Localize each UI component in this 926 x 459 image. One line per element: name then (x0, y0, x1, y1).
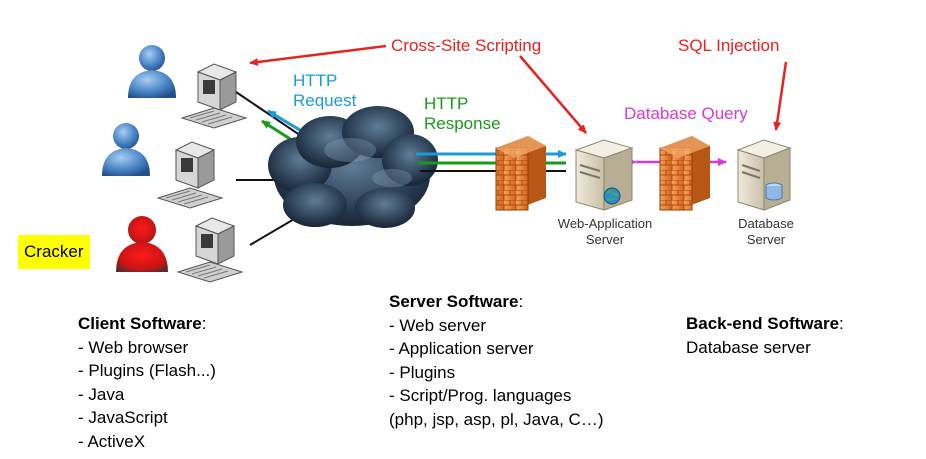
sqli-arrow-to-db (773, 61, 788, 131)
client-software-heading: Client Software: (78, 314, 207, 333)
cracker-user-icon (128, 216, 156, 244)
http-request-line-2: Request (293, 91, 357, 110)
client-computer-3-icon (176, 217, 244, 283)
server-software-heading: Server Software: (389, 292, 524, 311)
database-query-label: Database Query (624, 104, 748, 123)
user-icon (113, 123, 139, 149)
backend-item-database-server: Database server (686, 337, 811, 357)
client-computer-1-icon (180, 63, 248, 129)
firewall-2-icon (659, 136, 710, 211)
client-item-plugins: - Plugins (Flash...) (78, 361, 216, 380)
internet-cloud-icon (268, 106, 438, 228)
http-request-line-1: HTTP (293, 71, 338, 90)
server-item-application-server: - Application server (389, 339, 534, 358)
client-user-2 (102, 123, 150, 176)
xss-arrow-to-server (519, 55, 587, 134)
firewall-1-icon (495, 136, 546, 211)
backend-software-heading-text: Back-end Software (686, 314, 840, 333)
server-item-plugins: - Plugins (389, 362, 456, 382)
client-item-web-browser: - Web browser (78, 337, 189, 357)
client-computer-2-icon (156, 141, 224, 209)
client-software-block: Client Software: - Web browser - Plugins… (78, 312, 216, 453)
server-software-block: Server Software: - Web server - Applicat… (389, 290, 603, 431)
cracker-label: Cracker (18, 235, 90, 269)
http-request-label: HTTP Request (293, 71, 356, 111)
web-app-server-caption-line-1: Web-Application (557, 216, 653, 231)
database-server-caption: Database Server (726, 216, 806, 248)
backend-software-block: Back-end Software: Database server (686, 312, 844, 359)
client-item-java: - Java (78, 384, 125, 404)
client-user-1 (128, 45, 176, 98)
sqli-label: SQL Injection (678, 36, 780, 55)
cracker-user (116, 216, 168, 272)
web-app-server-icon (574, 139, 634, 211)
backend-software-heading: Back-end Software: (686, 314, 844, 333)
http-response-label: HTTP Response (424, 94, 501, 134)
user-icon (139, 45, 165, 71)
client-item-activex: - ActiveX (78, 431, 146, 451)
server-software-heading-text: Server Software (389, 292, 519, 311)
server-item-web-server: - Web server (389, 315, 486, 335)
web-app-server-caption: Web-Application Server (546, 216, 664, 248)
web-app-server-caption-line-2: Server (585, 232, 625, 247)
database-server-caption-line-2: Server (746, 232, 786, 247)
xss-label: Cross-Site Scripting (391, 36, 542, 55)
attack-arrows (249, 44, 788, 134)
database-server-icon (736, 139, 792, 211)
server-item-language-list: (php, jsp, asp, pl, Java, C…) (389, 409, 604, 429)
database-server-caption-line-1: Database (738, 216, 794, 231)
client-item-javascript: - JavaScript (78, 408, 168, 427)
http-response-line-2: Response (424, 114, 501, 133)
server-item-script-languages: - Script/Prog. languages (389, 386, 572, 405)
http-response-line-1: HTTP (424, 94, 469, 113)
client-software-heading-text: Client Software (78, 314, 202, 333)
xss-arrow-to-client (249, 44, 387, 66)
